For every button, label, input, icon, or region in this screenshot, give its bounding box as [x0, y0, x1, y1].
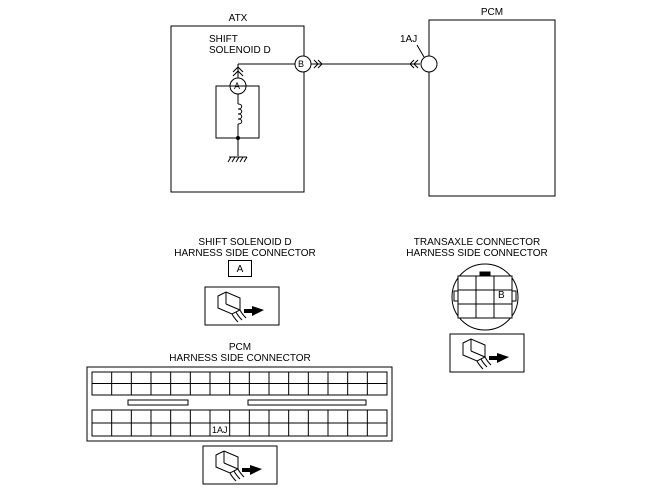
pcm-box: [428, 19, 556, 197]
solenoid-connector-figure: [204, 286, 280, 326]
connector-a-marker: A: [234, 81, 241, 91]
pcm-connector-arrow-icon: [242, 465, 262, 475]
solenoid-arrow-icon: [232, 66, 244, 77]
transaxle-connector-arrow-icon: [489, 353, 509, 363]
shift-label-line1: SHIFT: [209, 34, 238, 45]
transaxle-connector-title-2: HARNESS SIDE CONNECTOR: [406, 248, 548, 259]
atx-box: [170, 25, 305, 193]
ground-icon: [227, 156, 248, 163]
pcm-small-connector-figure: [202, 445, 278, 485]
shift-solenoid-connector-title-1: SHIFT SOLENOID D: [198, 237, 292, 248]
atx-label: ATX: [228, 13, 248, 24]
transaxle-small-connector-figure: [449, 333, 525, 373]
pcm-connector-title-2: HARNESS SIDE CONNECTOR: [169, 353, 311, 364]
pcm-pin-1aj-label: 1AJ: [212, 425, 228, 435]
pcm-connector-title-1: PCM: [228, 342, 252, 353]
shift-label-line2: SOLENOID D: [209, 45, 271, 56]
connector-b-marker: B: [298, 59, 305, 69]
shift-solenoid-connector-title-2: HARNESS SIDE CONNECTOR: [174, 248, 316, 259]
pcm-terminal-circle: [420, 55, 438, 73]
solenoid-connector-arrow-icon: [244, 306, 264, 316]
pcm-terminal-chevron-icon: [409, 59, 419, 69]
pcm-label: PCM: [480, 7, 504, 18]
transaxle-connector-title-1: TRANSAXLE CONNECTOR: [413, 237, 541, 248]
terminal-1aj-label: 1AJ: [400, 34, 418, 45]
solenoid-symbol: [215, 85, 260, 156]
signal-wire: [237, 63, 420, 78]
connector-a-box: A: [228, 260, 252, 277]
junction-dot: [236, 136, 240, 140]
connector-b-circle: [294, 55, 312, 73]
transaxle-connector-figure: [451, 263, 519, 331]
connector-b-chevron-icon: [313, 59, 323, 69]
pcm-harness-connector: [86, 366, 393, 442]
transaxle-pin-b-label: B: [498, 290, 505, 301]
